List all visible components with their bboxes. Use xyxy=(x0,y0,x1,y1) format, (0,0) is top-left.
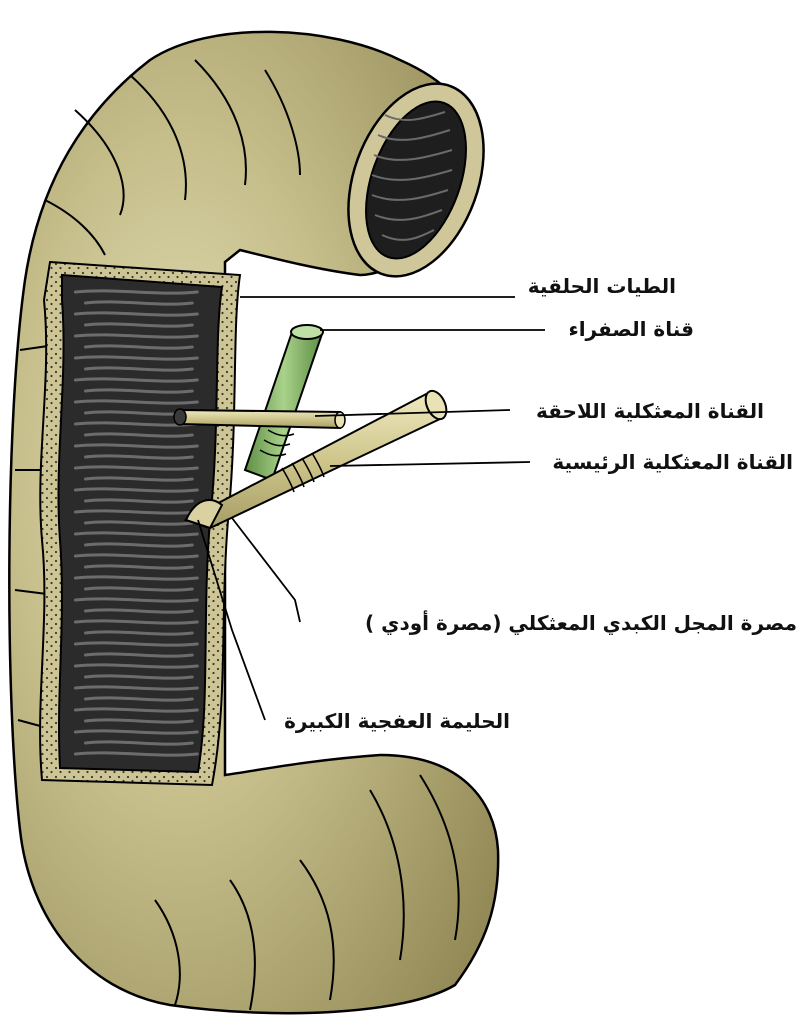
label-circular-folds: الطيات الحلقية xyxy=(528,274,676,298)
fold-line xyxy=(83,432,194,438)
fold-line xyxy=(73,597,199,603)
fold-line xyxy=(83,740,194,746)
fold-line xyxy=(83,630,194,636)
fold-line xyxy=(83,366,194,372)
fold-line xyxy=(73,641,199,647)
fold-line xyxy=(73,487,199,493)
fold-line xyxy=(73,355,199,361)
fold-line xyxy=(73,751,199,757)
fold-line xyxy=(83,388,194,394)
lumen-folds xyxy=(371,111,453,241)
fold-line xyxy=(83,454,194,460)
fold-line xyxy=(83,498,194,504)
fold-line xyxy=(73,553,199,559)
fold-line xyxy=(73,399,199,405)
label-major-duodenal-papilla: الحليمة العفجية الكبيرة xyxy=(284,709,510,733)
accessory-pancreatic-duct xyxy=(173,408,346,430)
fold-line xyxy=(83,696,194,702)
label-bile-duct: قناة الصفراء xyxy=(568,317,694,341)
fold-line xyxy=(73,465,199,471)
fold-line xyxy=(83,652,194,658)
fold-line xyxy=(83,542,194,548)
label-main-pancreatic-duct: القناة المعثكلية الرئيسية xyxy=(552,450,793,474)
fold-line xyxy=(83,674,194,680)
fold-line xyxy=(83,586,194,592)
fold-line xyxy=(83,520,194,526)
fold-line xyxy=(73,685,199,691)
fold-line xyxy=(73,509,199,515)
fold-line xyxy=(83,476,194,482)
fold-line xyxy=(73,531,199,537)
fold-line xyxy=(73,729,199,735)
fold-line xyxy=(83,608,194,614)
fold-line xyxy=(73,377,199,383)
fold-line xyxy=(83,564,194,570)
fold-line xyxy=(73,333,199,339)
label-accessory-pancreatic-duct: القناة المعثكلية اللاحقة xyxy=(536,399,764,423)
fold-line xyxy=(83,344,194,350)
duodenal-papilla xyxy=(184,499,224,530)
circular-folds-lines xyxy=(73,289,199,757)
fold-line xyxy=(73,443,199,449)
label-sphincter-of-oddi: مصرة المجل الكبدي المعثكلي (مصرة أودي ) xyxy=(365,609,797,636)
fold-line xyxy=(83,718,194,724)
fold-line xyxy=(73,289,199,295)
fold-line xyxy=(73,575,199,581)
fold-line xyxy=(73,663,199,669)
fold-line xyxy=(73,619,199,625)
fold-line xyxy=(73,311,199,317)
fold-line xyxy=(73,707,199,713)
leader-lines xyxy=(197,296,545,721)
fold-line xyxy=(83,300,194,306)
fold-line xyxy=(83,322,194,328)
